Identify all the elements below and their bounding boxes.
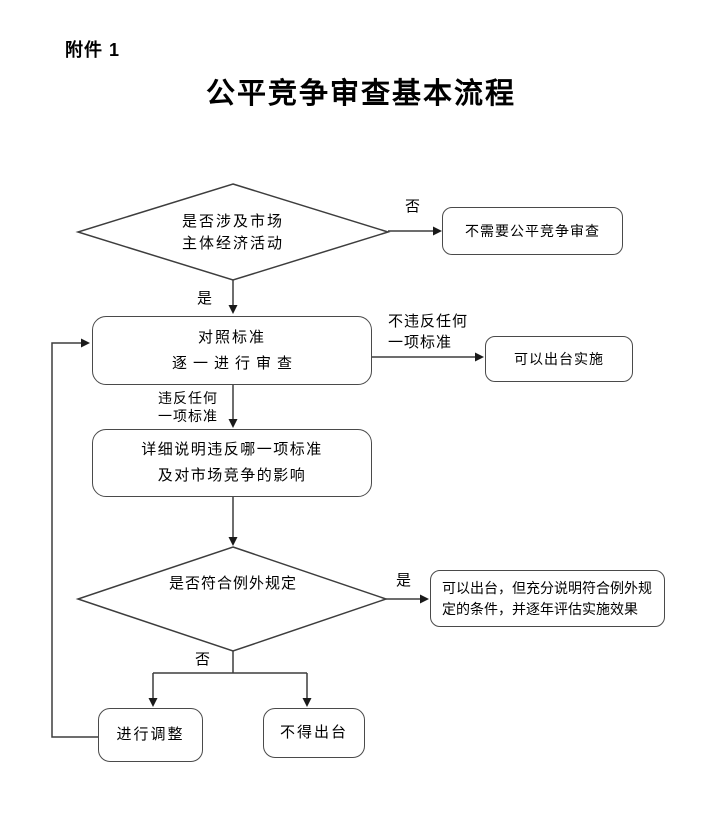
arrowhead-loopback bbox=[81, 338, 90, 348]
edge-label-no-violation-line1: 不违反任何 bbox=[388, 313, 469, 330]
edge-label-no-violation: 不违反任何 一项标准 bbox=[388, 311, 468, 353]
box-can-implement: 可以出台实施 bbox=[485, 336, 633, 382]
box-no-review-needed: 不需要公平竞争审查 bbox=[442, 207, 623, 255]
arrowhead-to-decision2 bbox=[228, 537, 238, 546]
box-review-line2: 逐一进行审查 bbox=[171, 354, 298, 372]
box-must-not-issue: 不得出台 bbox=[263, 708, 365, 758]
edge-label-violation-line1: 违反任何 bbox=[158, 390, 218, 406]
decision-market-activity: 是否涉及市场 主体经济活动 bbox=[133, 211, 333, 255]
page-title: 公平竞争审查基本流程 bbox=[205, 78, 516, 110]
box-make-adjustment: 进行调整 bbox=[98, 708, 203, 762]
edge-label-violation-line2: 一项标准 bbox=[158, 408, 218, 424]
arrowhead-violation bbox=[228, 419, 238, 428]
attachment-label: 附件 1 bbox=[65, 40, 121, 60]
edge-label-no-violation-line2: 一项标准 bbox=[388, 334, 453, 351]
edge-no2-split-lines bbox=[152, 651, 308, 698]
edge-label-no-1: 否 bbox=[405, 198, 422, 215]
box-issue-with-exception: 可以出台，但充分说明符合例外规定的条件，并逐年评估实施效果 bbox=[430, 570, 665, 627]
arrowhead-yes1 bbox=[228, 305, 238, 314]
arrowhead-yes2 bbox=[420, 594, 429, 604]
edge-label-yes-1: 是 bbox=[197, 290, 214, 307]
box-review-line1: 对照标准 bbox=[197, 328, 266, 346]
box-explain-violation: 详细说明违反哪一项标准 及对市场竞争的影响 bbox=[92, 429, 372, 497]
box-explain-line2: 及对市场竞争的影响 bbox=[157, 467, 307, 484]
edge-label-yes-2: 是 bbox=[396, 572, 413, 589]
arrowhead-no-violation bbox=[475, 352, 484, 362]
edge-label-violation: 违反任何 一项标准 bbox=[158, 389, 218, 425]
decision-diamond-2-shape bbox=[75, 546, 389, 652]
arrowhead-to-no-issue bbox=[302, 698, 312, 707]
box-review-against-standards: 对照标准 逐一进行审查 bbox=[92, 316, 372, 385]
decision-market-activity-line2: 主体经济活动 bbox=[181, 235, 284, 252]
arrowhead-to-adjust bbox=[148, 698, 158, 707]
decision-exception-rule: 是否符合例外规定 bbox=[168, 575, 297, 592]
box-explain-line1: 详细说明违反哪一项标准 bbox=[141, 441, 323, 458]
edge-label-no-2: 否 bbox=[195, 651, 212, 668]
arrowhead-no1 bbox=[433, 226, 442, 236]
decision-market-activity-line1: 是否涉及市场 bbox=[181, 213, 284, 230]
edge-loopback-line bbox=[51, 342, 98, 738]
